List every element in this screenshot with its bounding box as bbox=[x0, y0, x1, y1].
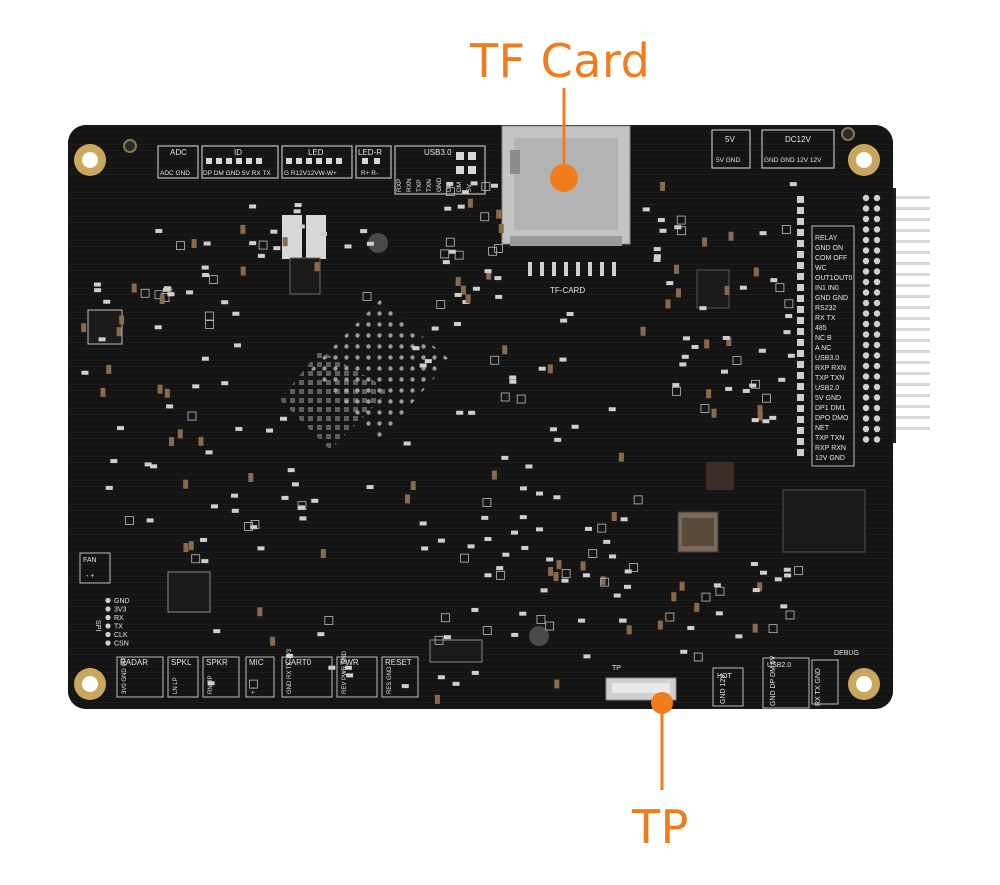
side-pin-label: 5V GND bbox=[815, 395, 841, 402]
bottom-header-title: UART0 bbox=[285, 658, 312, 667]
side-pin-label: 12V GND bbox=[815, 455, 845, 462]
ledr-title: LED-R bbox=[358, 148, 382, 157]
top-header-pins bbox=[206, 152, 476, 174]
side-pin-label: USB3.0 bbox=[815, 355, 839, 362]
side-pin-label: COM OFF bbox=[815, 255, 847, 262]
side-pin-label: RS232 bbox=[815, 305, 837, 312]
id-pins: DP DM GND 5V RX TX bbox=[203, 170, 271, 177]
bottom-header-title: SPKL bbox=[171, 658, 192, 667]
ledr-pins: R+ R- bbox=[361, 170, 378, 177]
tp-marker bbox=[651, 692, 673, 714]
side-pin-label: NET bbox=[815, 425, 830, 432]
bottom-header-pins: RES GND bbox=[387, 666, 393, 694]
id-title: ID bbox=[234, 148, 242, 157]
led-pins: G R12V12VW-W+ bbox=[284, 170, 337, 177]
usb30-title: USB3.0 bbox=[424, 148, 452, 157]
bottom-header-spkr: SPKR RN RP bbox=[202, 656, 240, 698]
tp-silk: TP bbox=[612, 665, 621, 672]
adc-title: ADC bbox=[170, 148, 187, 157]
side-pin-label: DP1 DM1 bbox=[815, 405, 845, 412]
side-pin-label: 485 bbox=[815, 325, 827, 332]
spi-pin-label: 3V3 bbox=[114, 607, 127, 614]
ic-chips bbox=[87, 269, 866, 663]
side-pin-label: IN1 IN0 bbox=[815, 285, 839, 292]
side-pin-label: TXP TXN bbox=[815, 435, 844, 442]
tf-card-silk: TF-CARD bbox=[550, 286, 585, 295]
debug-title: DEBUG bbox=[834, 650, 859, 657]
bottom-header-title: SPKR bbox=[206, 658, 228, 667]
smd-components bbox=[81, 181, 803, 704]
bottom-header-title: RESET bbox=[385, 658, 412, 667]
side-pin-label: NC B bbox=[815, 335, 832, 342]
bottom-header-pins: GND RX TX 3V3 bbox=[287, 648, 293, 694]
power-components bbox=[282, 215, 734, 553]
debug-pins: RX TX GND bbox=[815, 668, 822, 706]
top-connectors bbox=[157, 129, 835, 195]
callout-leaders bbox=[550, 88, 673, 790]
side-pin-label: TXP TXN bbox=[815, 375, 844, 382]
usb30-pin-label: RXP bbox=[396, 179, 403, 192]
spi-pin-label: RX bbox=[114, 615, 124, 622]
soc-ball-field bbox=[280, 300, 450, 450]
side-pin-label: WC bbox=[815, 265, 827, 272]
tp-callout-label: TP bbox=[632, 800, 689, 854]
bottom-header-title: RADAR bbox=[120, 658, 148, 667]
dc12-title: DC12V bbox=[785, 135, 811, 144]
bottom-header-pins: REV PWR GND bbox=[342, 650, 348, 694]
side-pin-label: DPO DMO bbox=[815, 415, 849, 422]
side-pin-label: GND GND bbox=[815, 295, 848, 302]
spi-pin-label: CSN bbox=[114, 641, 129, 648]
tf-card-marker bbox=[550, 164, 578, 192]
usb20-title: USB2.0 bbox=[767, 662, 791, 669]
bottom-header-pins: + - bbox=[251, 687, 257, 694]
spi-pin-label: CLK bbox=[114, 632, 128, 639]
bottom-header-spkl: SPKL LN LP bbox=[167, 656, 199, 698]
side-pin-label: RX TX bbox=[815, 315, 836, 322]
v5-title: 5V bbox=[725, 135, 735, 144]
adc-pins: ADC GND bbox=[160, 170, 190, 177]
spi-title: SPI bbox=[94, 620, 101, 631]
dc12-pins: GND GND 12V 12V bbox=[764, 157, 822, 164]
bottom-header-title: MIC bbox=[249, 658, 264, 667]
mounting-holes bbox=[74, 127, 880, 700]
usb30-pin-label: 5V bbox=[466, 183, 473, 192]
hot-title: HOT bbox=[717, 673, 733, 680]
bottom-header-pins: RN RP bbox=[208, 675, 214, 694]
usb30-pin-label: TXP bbox=[416, 179, 423, 192]
bottom-header-mic: MIC + - bbox=[245, 656, 275, 698]
fan-title: FAN bbox=[83, 557, 97, 564]
bottom-header-pins: 3V0 GND INT bbox=[122, 657, 128, 694]
side-pin-label: RXP RXN bbox=[815, 445, 846, 452]
bottom-header-title: PWR bbox=[340, 658, 359, 667]
hot-pins: GND 12V bbox=[720, 674, 727, 704]
side-pin-label: USB2.0 bbox=[815, 385, 839, 392]
v5-pins: 5V GND bbox=[716, 157, 741, 164]
usb20-pins: GND DP DM 5V bbox=[770, 655, 777, 706]
tf-card-callout-label: TF Card bbox=[470, 34, 651, 88]
bottom-header-pins: LN LP bbox=[173, 677, 179, 694]
side-pin-label: OUT1OUT0 bbox=[815, 275, 852, 282]
side-pin-label: RXP RXN bbox=[815, 365, 846, 372]
side-pin-label: A NC bbox=[815, 345, 831, 352]
tf-card-slot bbox=[501, 125, 631, 276]
spi-pin-label: TX bbox=[114, 624, 123, 631]
led-title: LED bbox=[308, 148, 324, 157]
fan-pins: - + bbox=[86, 573, 94, 580]
usb30-pin-label: GND bbox=[436, 177, 443, 192]
side-pin-label: RELAY bbox=[815, 235, 838, 242]
spi-pin-label: GND bbox=[114, 598, 130, 605]
usb30-pin-label: DM bbox=[456, 182, 463, 192]
usb30-pin-label: TXN bbox=[426, 179, 433, 192]
usb30-pin-label: RXN bbox=[406, 178, 413, 192]
side-pin-label: GND ON bbox=[815, 245, 843, 252]
